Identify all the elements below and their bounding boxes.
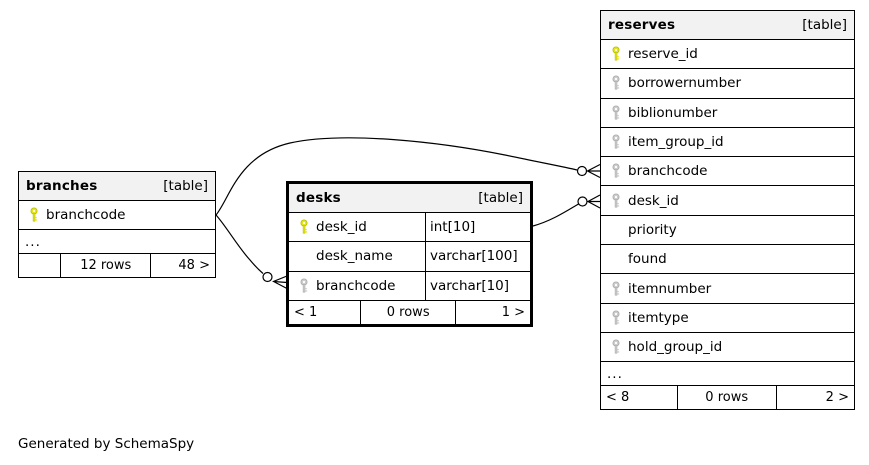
column-name: found	[628, 251, 667, 268]
foreign-key-icon	[601, 105, 626, 121]
zero-circle-desks-branchcode	[262, 271, 273, 283]
zero-circle-reserves-desk-id	[577, 196, 588, 207]
related-count-left: < 1	[294, 304, 318, 320]
column-type: varchar[100]	[425, 242, 530, 271]
column-row-desk_name: desk_name varchar[100]	[289, 242, 530, 272]
column-name: branchcode	[46, 207, 126, 224]
truncated-columns-row: ...	[19, 230, 215, 255]
column-type: int[10]	[425, 213, 530, 242]
column-row-branchcode: branchcode varchar[10]	[289, 271, 530, 301]
column-name: branchcode	[628, 163, 708, 180]
related-count-left	[19, 254, 60, 277]
foreign-key-icon	[601, 75, 626, 91]
related-count-left: < 8	[606, 390, 630, 406]
table-header-desks[interactable]: desks [table]	[289, 184, 530, 213]
column-type: varchar[10]	[425, 271, 530, 300]
column-name: priority	[628, 221, 677, 238]
column-row-desk_id: desk_id	[601, 186, 854, 216]
table-type-label: [table]	[163, 178, 208, 194]
foreign-key-icon	[601, 281, 626, 297]
relationship-desks-reserves	[532, 203, 579, 227]
column-row-desk_id: desk_id int[10]	[289, 213, 530, 243]
column-row-borrowernumber: borrowernumber	[601, 69, 854, 99]
related-count-right: 1 >	[455, 300, 530, 324]
column-row-reserve_id: reserve_id	[601, 40, 854, 70]
column-name: itemtype	[628, 309, 689, 326]
row-count: 0 rows	[676, 386, 776, 410]
column-name: reserve_id	[628, 46, 698, 63]
table-name[interactable]: desks	[296, 190, 341, 206]
column-name: branchcode	[316, 277, 396, 294]
zero-circle-reserves-branchcode	[576, 165, 588, 177]
table-header-reserves[interactable]: reserves [table]	[601, 11, 854, 40]
table-name[interactable]: branches	[26, 178, 98, 194]
column-name: hold_group_id	[628, 339, 723, 356]
foreign-key-icon	[289, 278, 314, 294]
related-count-right: 48 >	[150, 254, 215, 278]
table-header-branches[interactable]: branches [table]	[19, 172, 215, 201]
table-name[interactable]: reserves	[608, 17, 676, 33]
column-name: desk_id	[628, 192, 679, 209]
relationship-branches-reserves	[215, 137, 578, 216]
foreign-key-icon	[601, 193, 626, 209]
foreign-key-icon	[601, 310, 626, 326]
foreign-key-icon	[601, 134, 626, 150]
relationship-branches-desks	[215, 214, 264, 274]
table-node-reserves[interactable]: reserves [table] reserve_id borrowernumber b…	[600, 10, 855, 411]
column-name: desk_id	[316, 219, 367, 236]
column-row-itemnumber: itemnumber	[601, 274, 854, 304]
row-count: 0 rows	[360, 300, 455, 324]
crowfoot-reserves-branchcode	[586, 163, 601, 179]
crowfoot-desks-branchcode	[272, 275, 288, 290]
generated-by-label: Generated by SchemaSpy	[18, 436, 195, 452]
column-row-itemtype: itemtype	[601, 303, 854, 333]
column-name: itemnumber	[628, 280, 712, 297]
foreign-key-icon	[601, 163, 626, 179]
related-count-right: 2 >	[775, 386, 854, 410]
row-count: 12 rows	[60, 254, 150, 278]
table-type-label: [table]	[802, 17, 847, 33]
column-row-branchcode: branchcode	[601, 157, 854, 187]
column-row-biblionumber: biblionumber	[601, 98, 854, 128]
column-name: item_group_id	[628, 134, 724, 151]
column-row-priority: priority	[601, 215, 854, 246]
column-name: desk_name	[316, 248, 393, 265]
primary-key-icon	[601, 46, 626, 62]
column-name: borrowernumber	[628, 75, 742, 92]
primary-key-icon	[289, 219, 314, 235]
primary-key-icon	[19, 207, 44, 223]
column-row-hold_group_id: hold_group_id	[601, 332, 854, 363]
column-row-item_group_id: item_group_id	[601, 127, 854, 158]
column-row-branchcode: branchcode	[19, 201, 215, 231]
column-row-found: found	[601, 245, 854, 275]
table-type-label: [table]	[478, 190, 523, 206]
truncated-columns-row: ...	[601, 362, 854, 387]
crowfoot-reserves-desk-id	[586, 194, 601, 209]
foreign-key-icon	[601, 339, 626, 355]
column-name: biblionumber	[628, 104, 718, 121]
